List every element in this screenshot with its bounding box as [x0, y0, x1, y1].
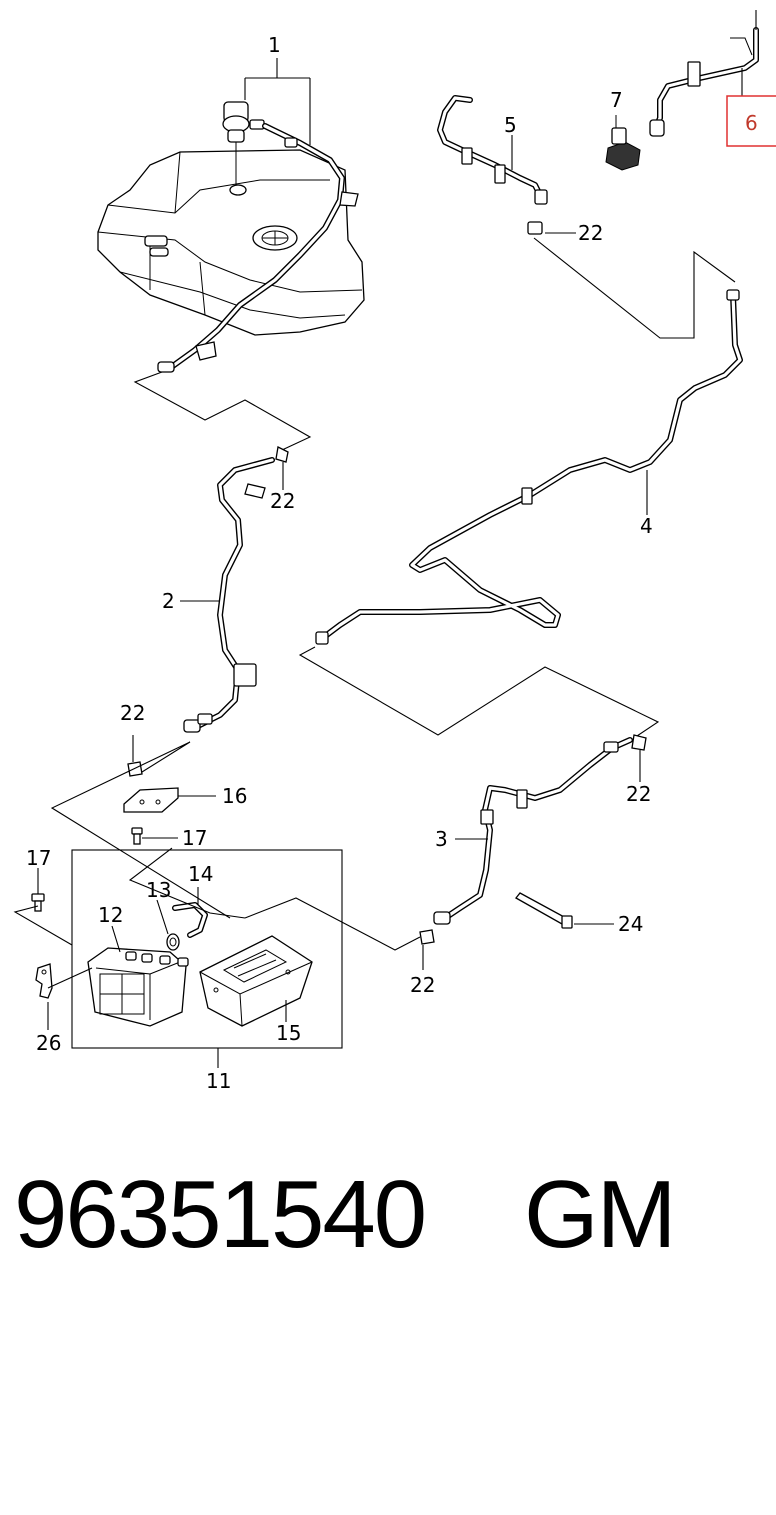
callout-12: 12	[98, 903, 123, 927]
callout-13-leader	[156, 899, 169, 935]
callout-1: 1	[268, 33, 281, 57]
callout-11: 11	[206, 1069, 231, 1093]
callout-17-right: 17	[182, 826, 207, 850]
canister-connection-lines	[244, 897, 421, 951]
part-number: 96351540	[14, 1161, 427, 1268]
callout-1-leaders	[244, 58, 311, 145]
callout-15: 15	[276, 1021, 301, 1045]
vent-valve-assembly	[222, 101, 265, 185]
solenoid-valve	[605, 115, 641, 171]
pipe-5	[437, 95, 548, 235]
connection-lines-lower-left	[13, 905, 73, 946]
callout-26: 26	[36, 1031, 61, 1055]
callout-7: 7	[610, 88, 623, 112]
pipe-4	[315, 289, 743, 645]
brand-name: GM	[524, 1161, 677, 1268]
callout-24: 24	[618, 912, 643, 936]
bolt	[131, 827, 143, 845]
pipe-2	[183, 446, 289, 733]
callout-12-leader	[111, 925, 121, 953]
callout-6: 6	[745, 111, 758, 135]
canister-bracket-link	[47, 967, 93, 989]
hose-6	[649, 10, 759, 137]
canister-filter	[199, 935, 313, 1027]
callout-2: 2	[162, 589, 175, 613]
callout-17-left: 17	[26, 846, 51, 870]
part-caption: 96351540 GM	[0, 1155, 776, 1275]
connection-lines-tank	[133, 371, 312, 451]
callout-22-pipe3-bottom: 22	[410, 973, 435, 997]
charcoal-canister	[87, 947, 189, 1027]
connection-lines-lower	[50, 741, 231, 919]
pipe-3	[419, 734, 647, 945]
exploded-parts-diagram: 1 2 3 4 5 6 7 11 12 13 14 15 16 17 17 22…	[13, 10, 776, 1093]
bolt-left	[31, 893, 45, 912]
mounting-bracket	[123, 787, 179, 813]
hose-clamp	[166, 933, 180, 951]
connection-lines-upper	[533, 237, 736, 339]
hose-14	[172, 902, 208, 938]
connector-22-pipe2	[127, 761, 143, 777]
callout-22-pipe2-bottom: 22	[120, 701, 145, 725]
tank-vent-pipe	[157, 123, 359, 373]
callout-labels: 1 2 3 4 5 6 7 11 12 13 14 15 16 17 17 22…	[26, 33, 758, 1093]
tie-strap	[515, 892, 573, 929]
callout-3: 3	[435, 827, 448, 851]
callout-5: 5	[504, 113, 517, 137]
callout-13: 13	[146, 878, 171, 902]
canister-assembly-frame	[71, 849, 343, 1049]
callout-4: 4	[640, 514, 653, 538]
callout-22-pipe2-top: 22	[270, 489, 295, 513]
callout-16: 16	[222, 784, 247, 808]
canister-bracket	[35, 963, 53, 999]
callout-14: 14	[188, 862, 213, 886]
connection-lines-middle	[298, 646, 660, 739]
fuel-tank	[97, 149, 365, 336]
callout-22-pipe3-top: 22	[626, 782, 651, 806]
callout-22-upper: 22	[578, 221, 603, 245]
hose-14-connection-lines	[128, 847, 246, 919]
callout-6-highlight-box	[726, 95, 776, 147]
